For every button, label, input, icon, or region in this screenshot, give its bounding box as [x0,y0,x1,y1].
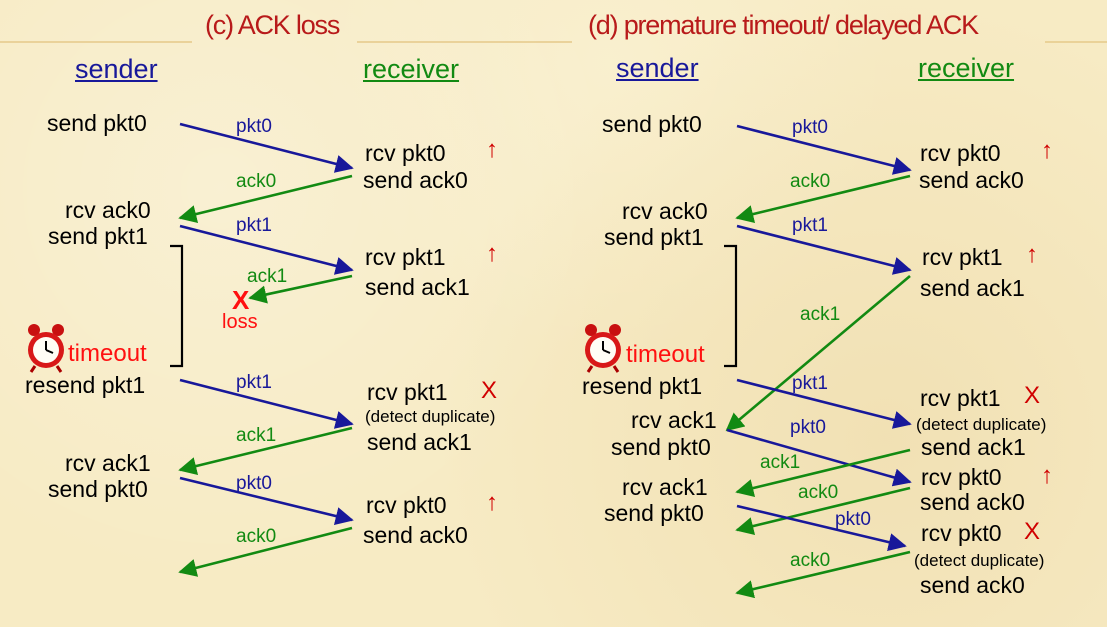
d-sender-resend-pkt1: resend pkt1 [582,373,703,399]
panel-d-receiver-heading: receiver [918,53,1015,83]
d-ack1-arrow-b [735,448,911,497]
c-label-pkt1-b: pkt1 [236,372,272,393]
d-receiver-rcv-pkt0: rcv pkt0 [920,140,1001,166]
c-sender-rcv-ack1: rcv ack1 [65,450,151,476]
c-label-pkt0-b: pkt0 [236,473,272,494]
d-timer-bracket [724,244,738,368]
d-receiver-send-ack1: send ack1 [920,275,1025,301]
c-detect-duplicate: (detect duplicate) [365,407,496,426]
d-sender-send-pkt0: send pkt0 [602,111,702,137]
c-label-ack0-b: ack0 [236,526,277,547]
d-deliver-up-arrow-icon: ↑ [1041,137,1053,164]
d-sender-send-pkt0-b: send pkt0 [611,434,711,460]
d-label-ack0-b: ack0 [798,482,839,503]
d-ack1-delayed-arrow [725,275,911,432]
c-timeout-label: timeout [68,340,147,367]
d-receiver-rcv-pkt0-c: rcv pkt0 [921,520,1002,546]
d-label-ack1-b: ack1 [760,452,801,473]
d-timeout-label: timeout [626,341,705,368]
d-sender-rcv-ack1-b: rcv ack1 [622,474,708,500]
c-loss-x-icon: X [232,285,250,315]
c-receiver-rcv-pkt0: rcv pkt0 [365,140,446,166]
c-sender-send-pkt0: send pkt0 [47,110,147,136]
panel-d-sender-heading: sender [616,53,699,83]
c-receiver-rcv-pkt0-b: rcv pkt0 [366,492,447,518]
d-deliver-up-arrow-icon: ↑ [1041,462,1053,489]
c-sender-send-pkt0-b: send pkt0 [48,476,148,502]
c-deliver-up-arrow-icon: ↑ [486,489,498,516]
c-duplicate-x-icon: X [481,377,498,404]
c-sender-resend-pkt1: resend pkt1 [25,372,146,398]
d-deliver-up-arrow-icon: ↑ [1026,241,1038,268]
d-label-pkt0: pkt0 [792,117,828,138]
c-ack0-arrow [178,174,353,223]
d-detect-duplicate-b: (detect duplicate) [914,551,1045,570]
d-label-pkt1: pkt1 [792,215,828,236]
d-detect-duplicate: (detect duplicate) [916,415,1047,434]
d-duplicate-x-icon: X [1024,518,1041,545]
d-label-pkt0-c: pkt0 [835,509,871,530]
d-label-pkt0-b: pkt0 [790,417,826,438]
d-pkt1-resend-arrow [736,378,912,429]
d-sender-send-pkt1: send pkt1 [604,224,704,250]
d-receiver-rcv-pkt1: rcv pkt1 [922,244,1003,270]
c-receiver-rcv-pkt1: rcv pkt1 [365,244,446,270]
d-pkt1-arrow [736,224,912,275]
c-label-pkt1: pkt1 [236,215,272,236]
d-receiver-send-ack0-c: send ack0 [920,572,1025,598]
c-ack1-arrow [178,426,353,475]
d-receiver-rcv-pkt1-b: rcv pkt1 [920,385,1001,411]
c-pkt1-resend-arrow [179,378,354,429]
c-ack1-lost-arrow [248,274,353,304]
panel-c-sender-heading: sender [75,54,158,84]
c-deliver-up-arrow-icon: ↑ [486,240,498,267]
d-sender-rcv-ack0: rcv ack0 [622,198,708,224]
d-pkt0-arrow [736,124,912,175]
d-pkt0-arrow-b [726,428,912,487]
d-label-ack0: ack0 [790,171,831,192]
c-sender-rcv-ack0: rcv ack0 [65,197,151,223]
panel-d-title: (d) premature timeout/ delayed ACK [588,10,979,40]
c-label-ack0: ack0 [236,171,277,192]
d-receiver-send-ack1-b: send ack1 [921,434,1026,460]
c-label-pkt0: pkt0 [236,116,272,137]
c-label-ack1-b: ack1 [236,425,277,446]
panel-c-receiver-heading: receiver [363,54,460,84]
c-ack0-b-arrow [178,526,353,577]
c-pkt1-arrow [179,224,354,275]
d-receiver-rcv-pkt0-b: rcv pkt0 [921,464,1002,490]
d-sender-rcv-ack1: rcv ack1 [631,407,717,433]
d-sender-send-pkt0-c: send pkt0 [604,500,704,526]
panel-c-arrows [178,122,354,577]
c-pkt0-b-arrow [179,476,354,525]
c-receiver-send-ack1: send ack1 [365,274,470,300]
d-label-ack1: ack1 [800,304,841,325]
c-label-ack1: ack1 [247,266,288,287]
c-timer-bracket [170,244,184,368]
c-deliver-up-arrow-icon: ↑ [486,136,498,163]
c-receiver-send-ack0: send ack0 [363,167,468,193]
c-loss-label: loss [222,311,258,333]
d-receiver-send-ack0-b: send ack0 [920,489,1025,515]
panel-d-arrows [725,124,912,599]
d-duplicate-x-icon: X [1024,382,1041,409]
alarm-clock-icon [585,324,621,373]
c-sender-send-pkt1: send pkt1 [48,223,148,249]
d-ack0-arrow-c [735,550,911,599]
d-ack0-arrow [735,174,911,223]
d-ack0-arrow-b [735,486,911,535]
panel-c-title: (c) ACK loss [205,10,340,40]
d-label-ack0-c: ack0 [790,550,831,571]
c-pkt0-arrow [179,122,354,173]
d-label-pkt1-b: pkt1 [792,373,828,394]
d-pkt0-arrow-c [736,504,907,552]
alarm-clock-icon [28,324,64,373]
c-receiver-send-ack0-b: send ack0 [363,522,468,548]
d-receiver-send-ack0: send ack0 [919,167,1024,193]
c-receiver-rcv-pkt1-b: rcv pkt1 [367,379,448,405]
c-receiver-send-ack1-b: send ack1 [367,429,472,455]
